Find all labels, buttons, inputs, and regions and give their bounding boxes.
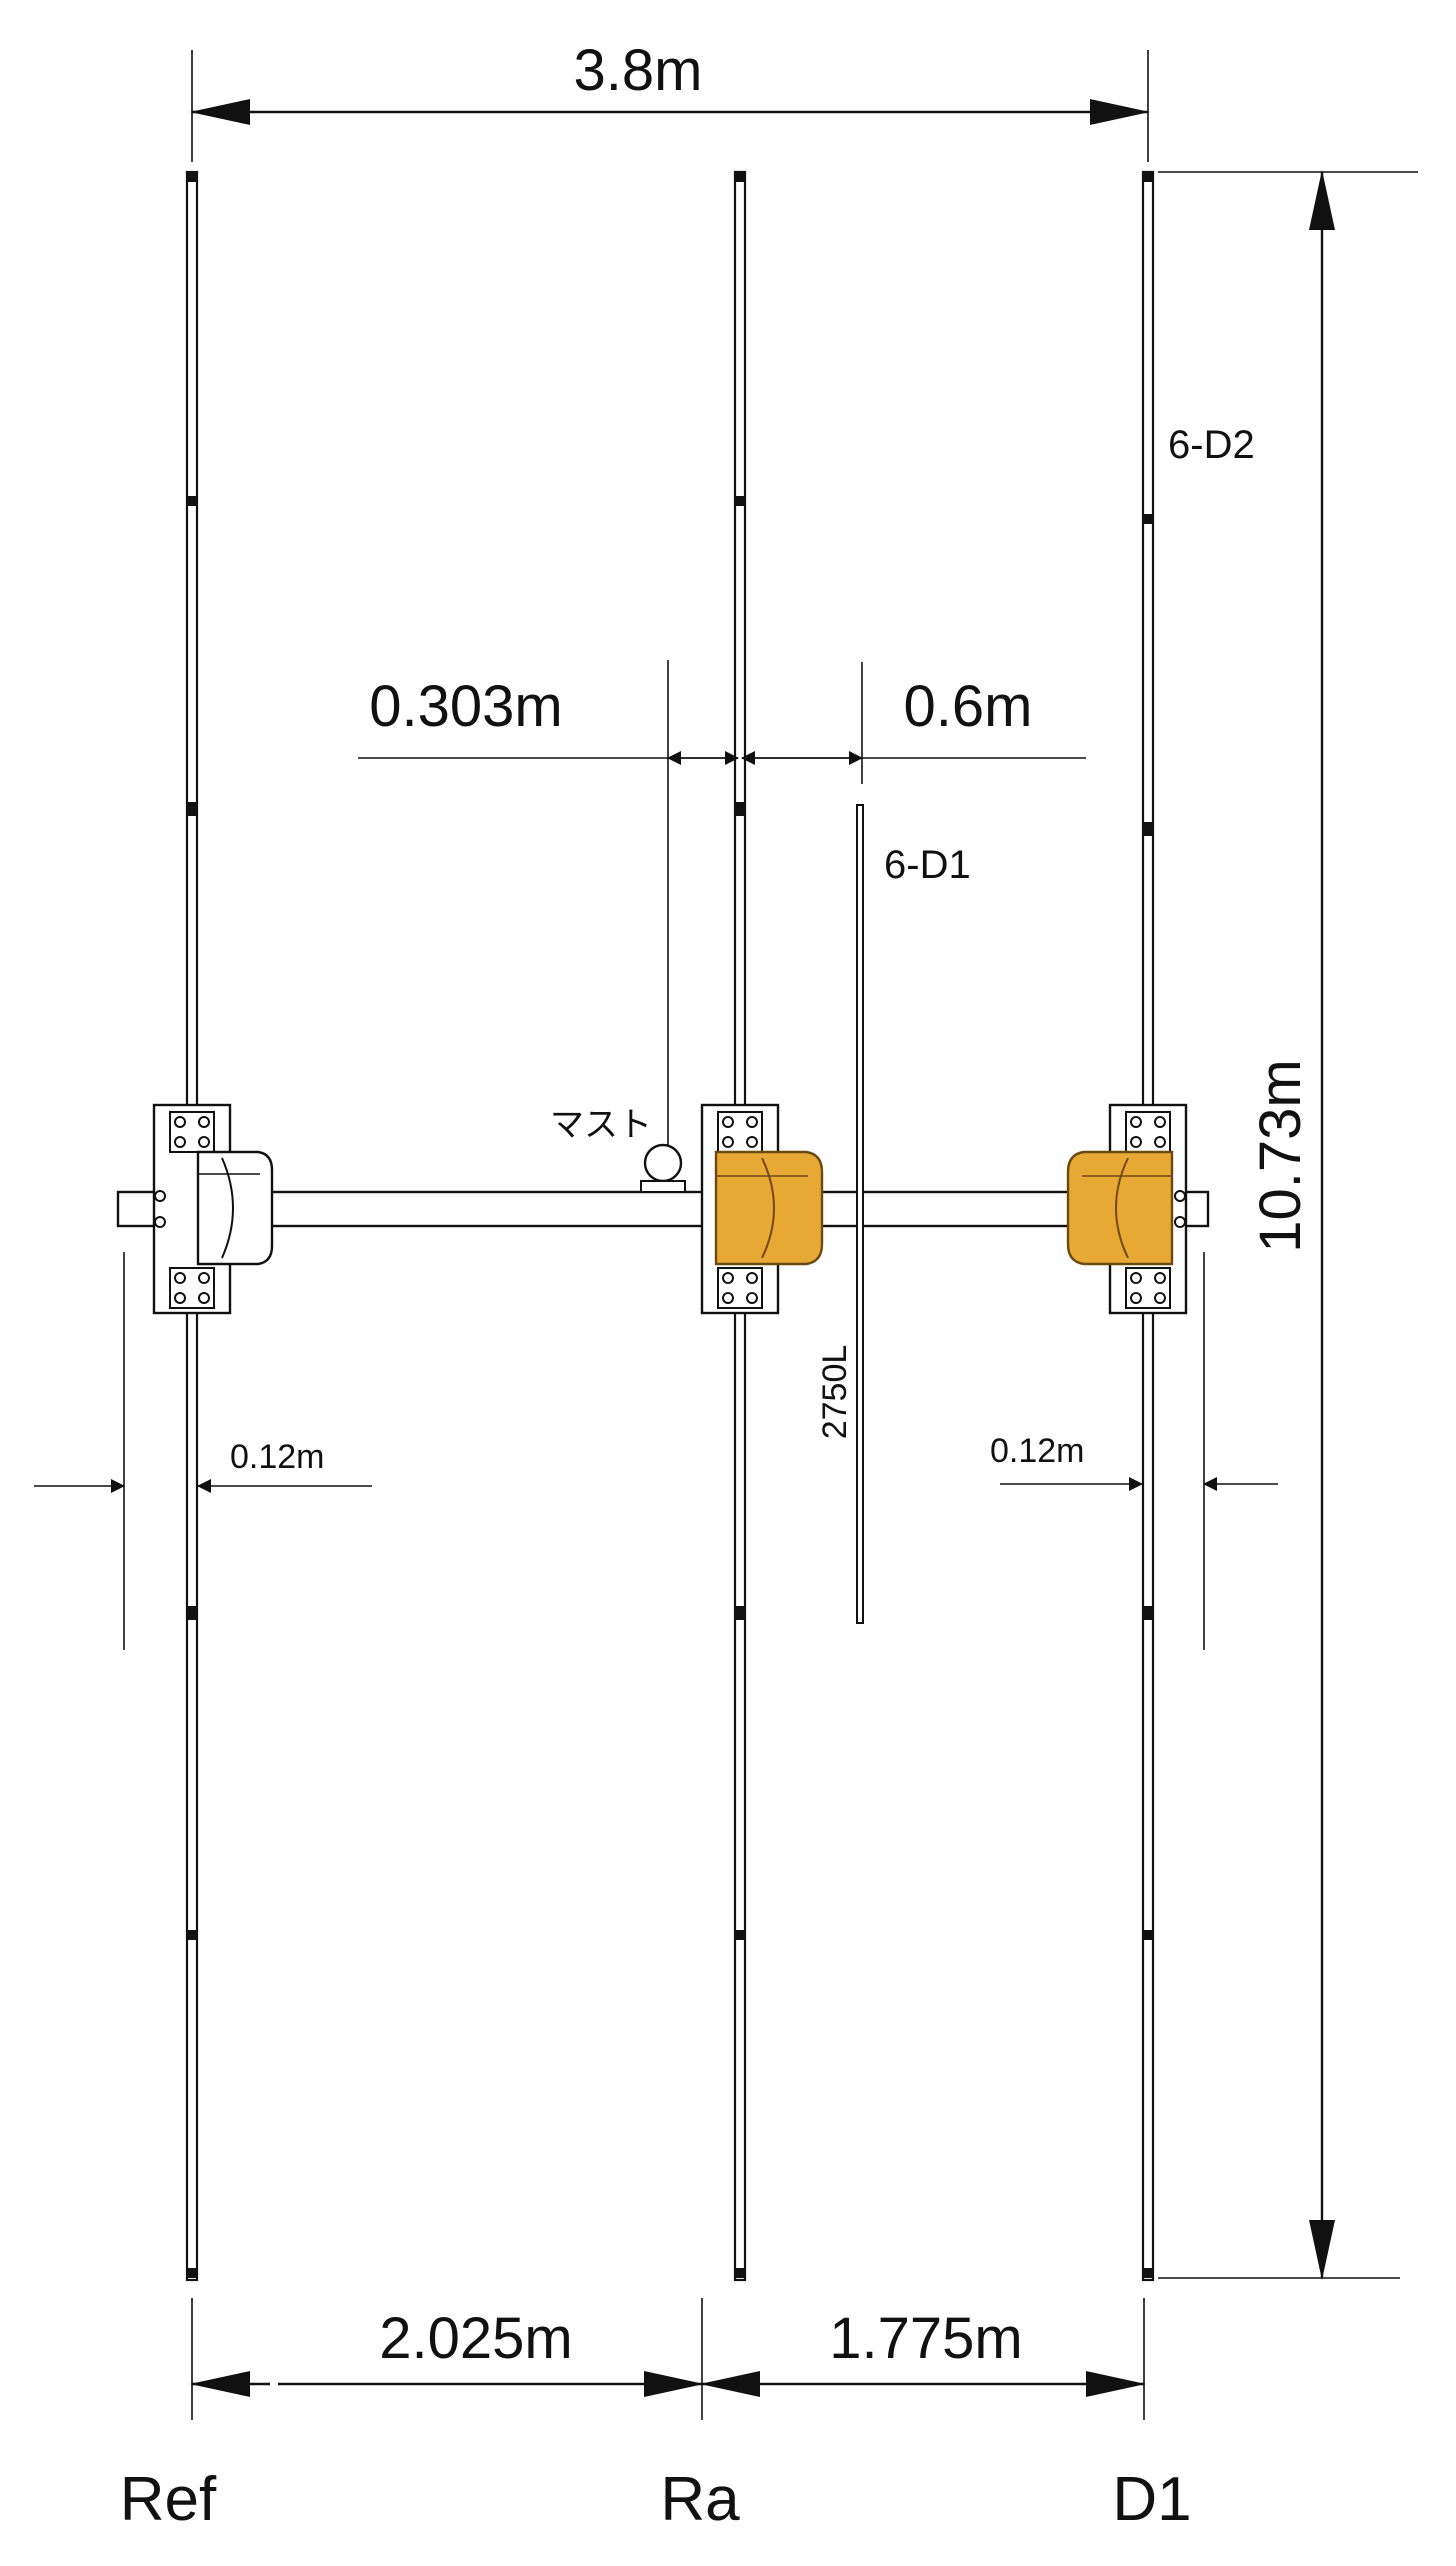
sub-element-d2-label: 6-D2 [1168,423,1255,467]
element-d1-label: D1 [1112,2465,1191,2534]
dim-clamp-left-label: 0.12m [230,1438,325,1476]
element-ref-label: Ref [120,2465,217,2534]
clamp-ra [700,1103,780,1315]
feed-box-ra [714,1150,824,1266]
mast [640,1143,686,1193]
dim-overall-width-label: 3.8m [574,38,703,103]
dim-overall-width: 3.8m [190,38,1150,162]
feed-box-ref [196,1150,274,1266]
dim-element-length-label: 10.73m [1248,1059,1313,1252]
dim-spacing-ref-ra: 2.025m [190,2298,704,2420]
boom [116,1190,1210,1228]
mast-label: マスト [550,1106,652,1144]
dim-d1-spacing-label: 0.6m [904,674,1033,739]
feed-box-d1 [1066,1150,1174,1266]
sub-element-d1-label: 6-D1 [884,843,971,887]
dim-element-length: 10.73m [1158,170,1418,2280]
dim-clamp-right-label: 0.12m [990,1432,1085,1470]
sub-element-6d1 [856,804,864,1624]
element-ra-label: Ra [660,2465,740,2534]
dim-spacing-ra-d1-label: 1.775m [829,2306,1022,2371]
dim-mast-offset-label: 0.303m [369,674,562,739]
sub-element-length-label: 2750L [816,1345,854,1440]
dim-spacing-ref-ra-label: 2.025m [379,2306,572,2371]
dim-d1-spacing: 0.6m [741,662,1086,784]
dim-clamp-left: 0.12m [34,1252,372,1650]
dim-clamp-right: 0.12m [990,1252,1278,1650]
dim-spacing-ra-d1: 1.775m [700,2298,1146,2420]
clamp-d1 [1108,1103,1188,1315]
dim-mast-offset: 0.303m [358,660,739,1146]
